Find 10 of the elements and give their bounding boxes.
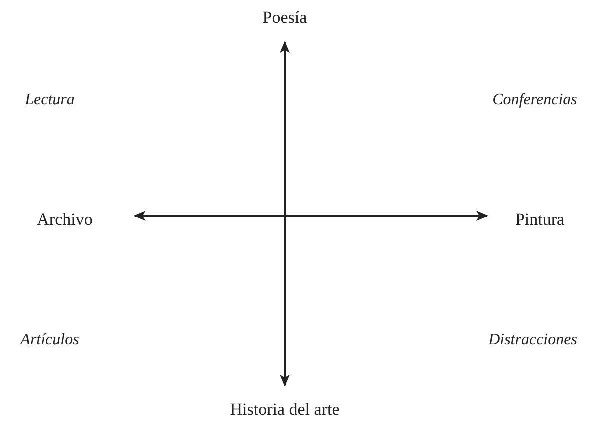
quadrant-label: Artículos bbox=[20, 330, 80, 350]
node-label: Archivo bbox=[37, 210, 93, 230]
quadrant-label: Distracciones bbox=[488, 330, 578, 350]
quadrant-label: Conferencias bbox=[492, 90, 578, 110]
node-label: Historia del arte bbox=[230, 400, 340, 420]
node-label: Pintura bbox=[515, 210, 565, 230]
double-arrow bbox=[134, 211, 488, 221]
double-arrow bbox=[280, 41, 290, 387]
quadrant-label: Lectura bbox=[25, 90, 75, 110]
node-label: Poesía bbox=[262, 8, 308, 28]
